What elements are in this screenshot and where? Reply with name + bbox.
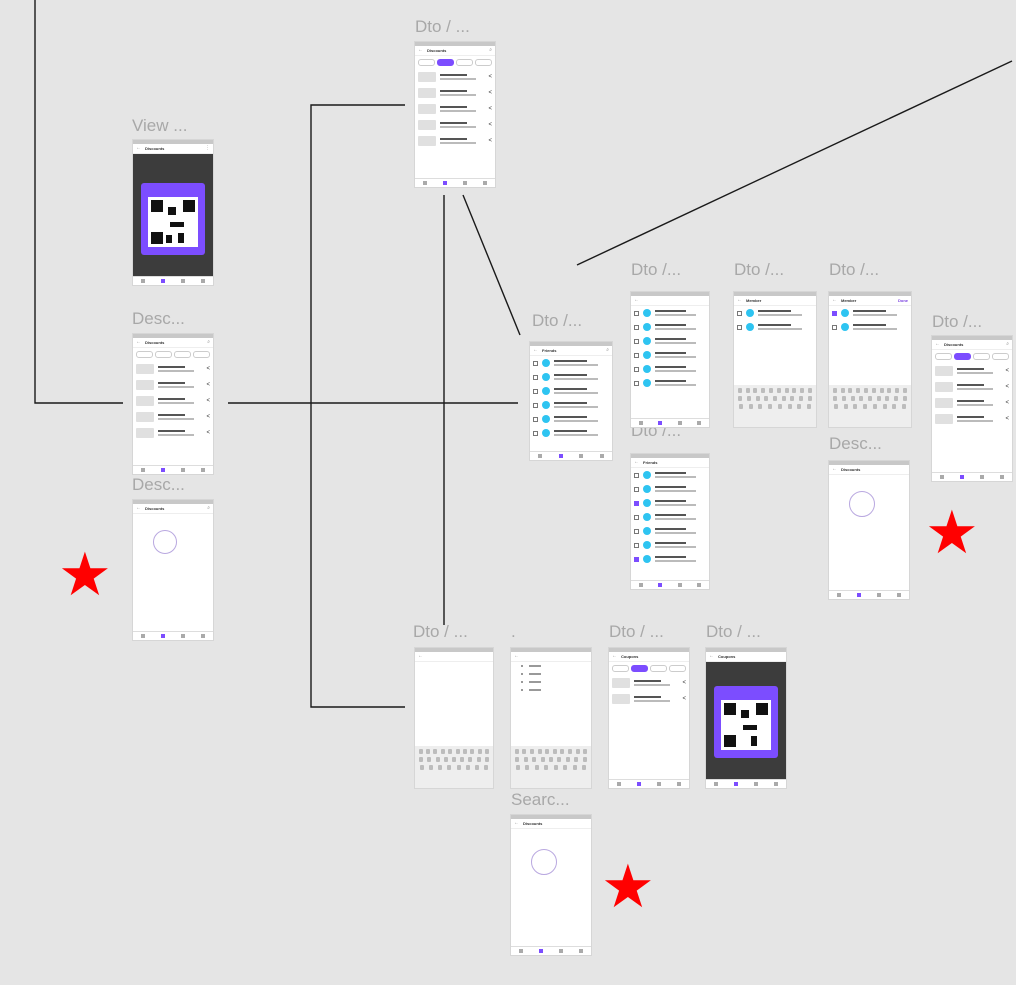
coupon-qr-screen[interactable]: ←Coupons — [706, 648, 786, 788]
list-item[interactable]: < — [415, 101, 495, 117]
screen-title: Member — [841, 298, 857, 303]
frame-title: Dto /... — [829, 260, 880, 279]
coupon-card — [141, 183, 205, 255]
frame-title: Dto / ... — [415, 17, 470, 36]
frame-title: Searc... — [511, 790, 570, 809]
qr-view-screen[interactable]: ←Discounts⋮ — [133, 140, 213, 285]
screen-title: Discounts — [145, 340, 165, 345]
screen-title: Discounts — [145, 506, 165, 511]
friends-screen[interactable]: ←Friends — [631, 454, 709, 589]
qr-code — [721, 700, 771, 750]
star-annotation: ★ — [925, 499, 979, 566]
magnifier-illustration — [531, 849, 557, 875]
keyboard[interactable] — [415, 746, 493, 788]
list-item[interactable]: < — [415, 117, 495, 133]
magnifier-illustration — [153, 530, 177, 554]
qr-code — [148, 197, 198, 247]
frame-title: Desc... — [132, 475, 185, 494]
magnifier-illustration — [849, 491, 875, 517]
frame-title: Dto /... — [631, 260, 682, 279]
done-button[interactable]: Done — [898, 298, 908, 303]
screen-title: Coupons — [718, 654, 736, 659]
star-annotation: ★ — [601, 853, 655, 920]
frame-title: Dto / ... — [413, 622, 468, 641]
keyboard[interactable] — [829, 385, 911, 427]
friend-search-screen[interactable]: ← — [631, 292, 709, 427]
frame-title: Desc... — [132, 309, 185, 328]
list-item[interactable]: < — [133, 425, 213, 441]
discounts-list-screen[interactable]: ←Discounts⌕ < < < < — [932, 336, 1012, 481]
list-item[interactable]: < — [133, 377, 213, 393]
screen-title: Discounts — [523, 821, 543, 826]
list-item[interactable]: < — [133, 409, 213, 425]
discounts-list-screen[interactable]: ←Discounts⌕ < < < < < — [415, 42, 495, 187]
list-item[interactable]: < — [415, 133, 495, 149]
friends-screen[interactable]: ←Friends⌕ — [530, 342, 612, 460]
screen-title: Discounts — [427, 48, 447, 53]
frame-title: Dto /... — [532, 311, 583, 330]
screen-title: Member — [746, 298, 762, 303]
screen-title: Friends — [542, 348, 557, 353]
empty-search-screen[interactable]: ←Discounts — [511, 815, 591, 955]
frame-title: Dto / ... — [609, 622, 664, 641]
empty-state-screen[interactable]: ←Discounts — [829, 461, 909, 599]
screen-title: Discounts — [841, 467, 861, 472]
frame-title: Dto /... — [932, 312, 983, 331]
frame-title: Dto / ... — [706, 622, 761, 641]
discounts-list-screen[interactable]: ←Discounts⌕ < < < < < — [133, 334, 213, 474]
screen-title: Friends — [643, 460, 658, 465]
star-annotation: ★ — [58, 541, 112, 608]
list-item[interactable]: < — [133, 393, 213, 409]
list-item[interactable]: < — [415, 69, 495, 85]
screen-title: Coupons — [621, 654, 639, 659]
empty-state-screen[interactable]: ←Discounts⌕ — [133, 500, 213, 640]
frame-title: View ... — [132, 116, 188, 135]
screen-title: Discounts — [944, 342, 964, 347]
frame-title: Dto /... — [734, 260, 785, 279]
search-icon[interactable]: ⌕ — [489, 47, 492, 53]
frame-title: Desc... — [829, 434, 882, 453]
keyboard[interactable] — [734, 385, 816, 427]
coupons-screen[interactable]: ←Coupons < < — [609, 648, 689, 788]
member-screen[interactable]: ←Member — [734, 292, 816, 427]
search-screen[interactable]: ← — [415, 648, 493, 788]
bottom-nav[interactable] — [415, 178, 495, 187]
list-item[interactable]: < — [415, 85, 495, 101]
search-suggestions-screen[interactable]: ← — [511, 648, 591, 788]
list-item[interactable]: < — [133, 361, 213, 377]
frame-title: . — [511, 622, 516, 641]
screen-title: Discounts — [145, 146, 165, 151]
